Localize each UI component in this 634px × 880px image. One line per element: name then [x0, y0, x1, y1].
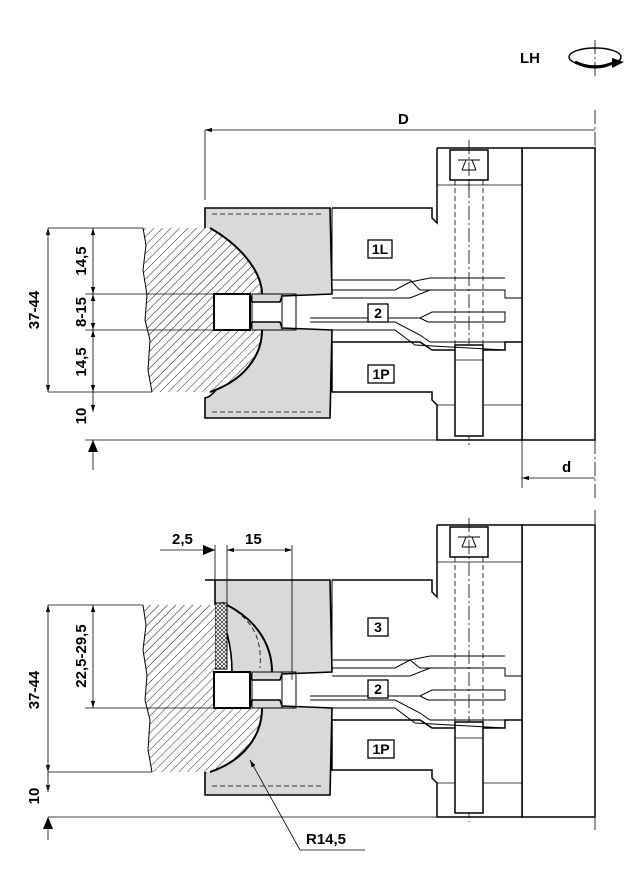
tool-hub-bottom	[521, 524, 596, 818]
part-label-1P-bottom: 1P	[372, 741, 389, 757]
part-label-1L: 1L	[372, 241, 389, 257]
dim-overall-height-label: 37-44	[26, 290, 43, 329]
dim-knife-bottom-label: 14,5	[73, 347, 90, 376]
rotation-label: LH	[520, 50, 540, 67]
part-box-1P-bottom	[367, 739, 395, 759]
dim-radius-label: R14,5	[306, 831, 346, 848]
dim-center-gap-label: 8-15	[73, 297, 90, 327]
dim-d-label: d	[562, 459, 571, 476]
part-box-3	[367, 617, 389, 637]
part-label-1P-top: 1P	[372, 366, 389, 382]
rotation-indicator: LH	[520, 40, 624, 78]
insert-strip	[214, 602, 228, 670]
dim-offset-label: 10	[73, 408, 90, 425]
part-box-1P-top	[367, 364, 395, 384]
part-box-2-top	[367, 303, 389, 323]
dim-15-label: 15	[245, 531, 262, 548]
bolt	[449, 140, 489, 445]
dim-overall-height-2-label: 37-44	[26, 670, 43, 709]
rotation-arrow-icon	[568, 40, 624, 78]
dim-2-5-label: 2,5	[172, 531, 193, 548]
part-label-3: 3	[374, 619, 382, 635]
top-section-view: D	[26, 110, 596, 500]
bolt-bottom	[449, 518, 489, 822]
dim-range-label: 22,5-29,5	[73, 624, 90, 687]
dim-D-label: D	[398, 111, 409, 128]
tool-hub	[521, 147, 596, 441]
dim-offset-2-label: 10	[26, 788, 43, 805]
part-box-1L	[367, 239, 393, 259]
part-label-2-top: 2	[374, 305, 382, 321]
part-label-2-bottom: 2	[374, 681, 382, 697]
workpiece-bottom	[143, 605, 262, 772]
bottom-section-view: 2,5 15 37-44 22,5-29,5 10 R14,5 3 2 1P	[26, 510, 596, 851]
dim-knife-top-label: 14,5	[73, 246, 90, 275]
part-box-2-bottom	[367, 679, 389, 699]
workpiece	[143, 228, 262, 392]
